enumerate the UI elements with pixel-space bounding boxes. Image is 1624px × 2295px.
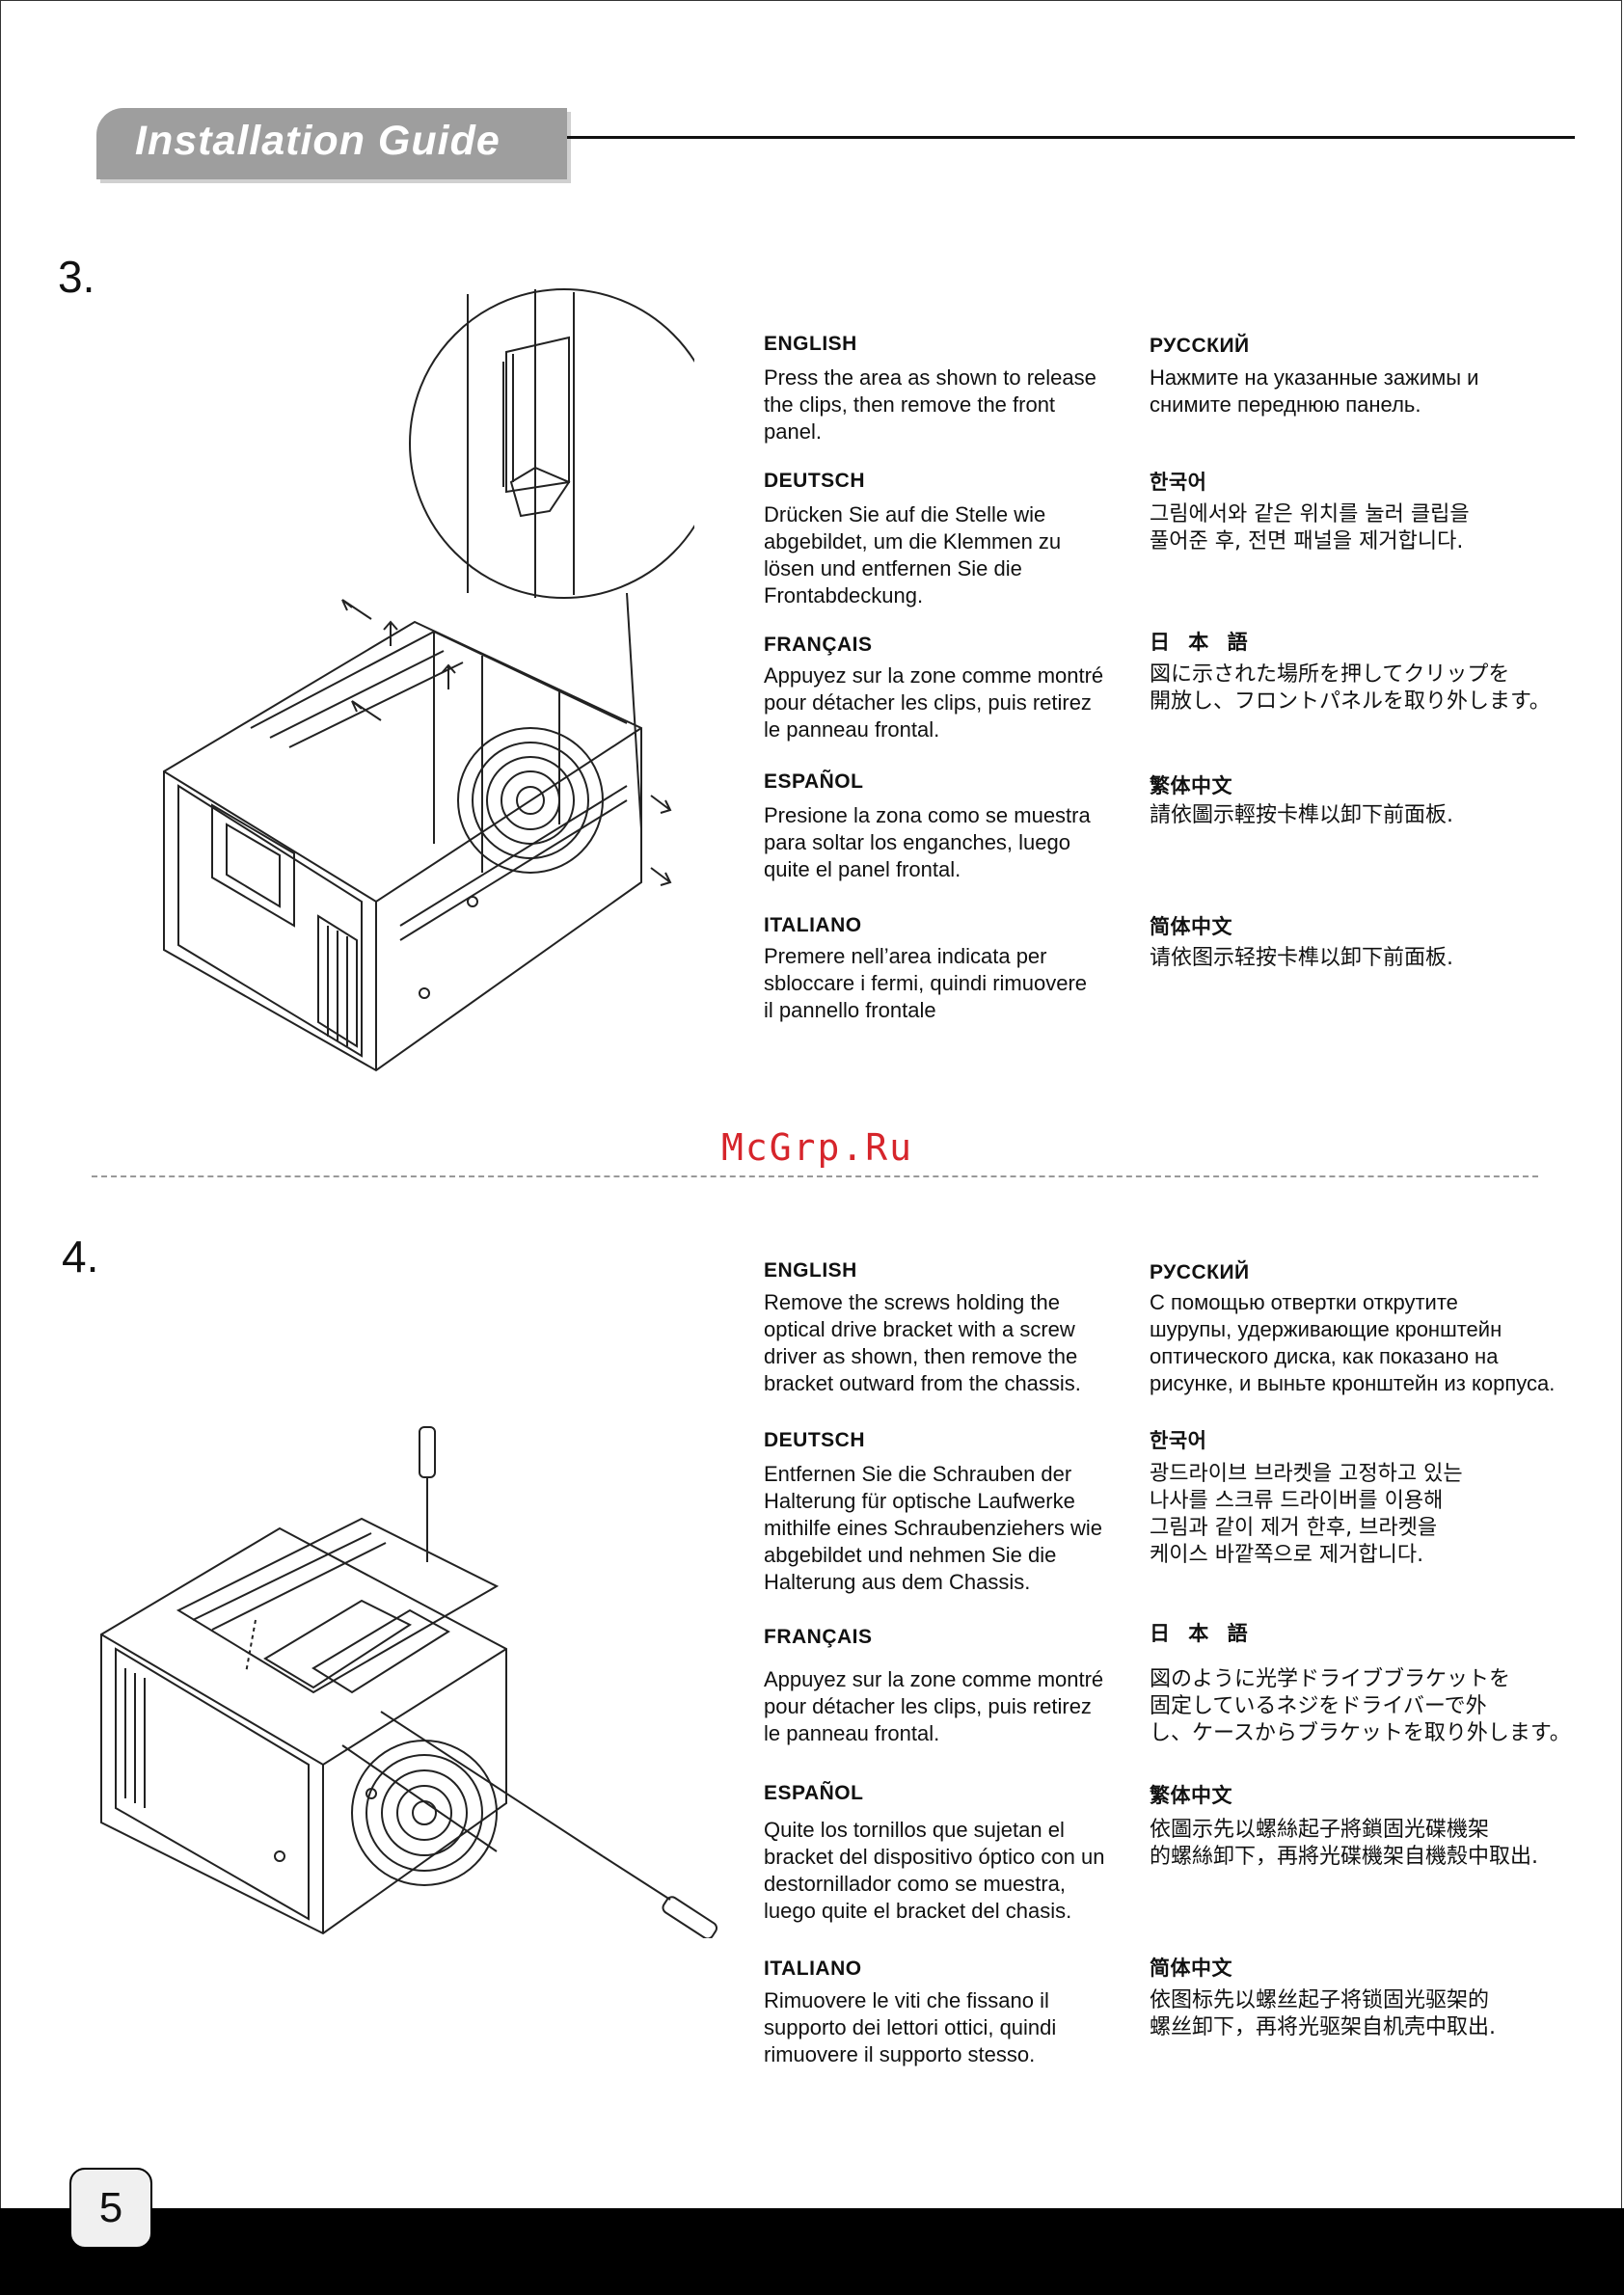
lang-body-espanol: Presione la zona como se muestra para so…: [764, 803, 1091, 881]
page-border: [0, 0, 1622, 2208]
header-tab: [96, 108, 567, 179]
lang-body-francais: Appuyez sur la zone comme montré pour dé…: [764, 1667, 1104, 1745]
header-rule: [567, 136, 1575, 139]
lang-body-italiano: Premere nell’area indicata per sbloccare…: [764, 944, 1088, 1022]
lang-body-traditional-chinese: 依圖示先以螺絲起子將鎖固光碟機架 的螺絲卸下，再將光碟機架自機殼中取出.: [1150, 1818, 1538, 1869]
lang-heading-traditional-chinese: 繁体中文: [1150, 1784, 1232, 1807]
lang-body-simplified-chinese: 依图标先以螺丝起子将锁固光驱架的 螺丝卸下，再将光驱架自机壳中取出.: [1150, 1988, 1496, 2039]
lang-heading-deutsch: DEUTSCH: [764, 470, 866, 492]
lang-body-russian: С помощью отвертки открутите шурупы, уде…: [1150, 1290, 1556, 1395]
step-number: 4.: [62, 1231, 99, 1282]
lang-body-english: Press the area as shown to release the c…: [764, 365, 1096, 444]
watermark: McGrp.Ru: [721, 1126, 914, 1169]
lang-heading-english: ENGLISH: [764, 333, 857, 355]
section-divider: [92, 1175, 1538, 1177]
lang-heading-italiano: ITALIANO: [764, 914, 862, 936]
lang-body-english: Remove the screws holding the optical dr…: [764, 1290, 1081, 1395]
step-number: 3.: [58, 252, 95, 302]
lang-heading-russian: РУССКИЙ: [1150, 335, 1250, 357]
lang-heading-simplified-chinese: 简体中文: [1150, 1957, 1232, 1980]
lang-body-francais: Appuyez sur la zone comme montré pour dé…: [764, 663, 1104, 742]
chassis-illustration-front-panel: [163, 288, 694, 1072]
lang-heading-korean: 한국어: [1150, 471, 1207, 494]
lang-heading-espanol: ESPAÑOL: [764, 1782, 864, 1804]
lang-heading-espanol: ESPAÑOL: [764, 770, 864, 793]
lang-body-korean: 그림에서와 같은 위치를 눌러 클립을 풀어준 후, 전면 패널을 제거합니다.: [1150, 502, 1470, 554]
lang-heading-deutsch: DEUTSCH: [764, 1429, 866, 1451]
lang-heading-korean: 한국어: [1150, 1429, 1207, 1452]
lang-body-korean: 광드라이브 브라켓을 고정하고 있는 나사를 스크류 드라이버를 이용해 그림과…: [1150, 1462, 1463, 1567]
lang-body-espanol: Quite los tornillos que sujetan el brack…: [764, 1818, 1105, 1923]
lang-heading-italiano: ITALIANO: [764, 1958, 862, 1980]
lang-body-deutsch: Drücken Sie auf die Stelle wie abgebilde…: [764, 502, 1062, 608]
footer-bar: [0, 2208, 1624, 2295]
lang-body-deutsch: Entfernen Sie die Schrauben der Halterun…: [764, 1462, 1102, 1594]
lang-heading-francais: FRANÇAIS: [764, 1626, 873, 1648]
lang-heading-simplified-chinese: 简体中文: [1150, 915, 1232, 938]
lang-heading-japanese: 日 本 語: [1150, 631, 1254, 654]
lang-heading-traditional-chinese: 繁体中文: [1150, 774, 1232, 797]
lang-body-russian: Нажмите на указанные зажимы и снимите пе…: [1150, 365, 1479, 417]
lang-body-traditional-chinese: 請依圖示輕按卡榫以卸下前面板.: [1150, 803, 1453, 827]
lang-body-simplified-chinese: 请依图示轻按卡榫以卸下前面板.: [1150, 946, 1453, 970]
lang-heading-russian: РУССКИЙ: [1150, 1261, 1250, 1283]
page-number: 5: [69, 2168, 152, 2249]
lang-body-japanese: 図に示された場所を押してクリップを 開放し、フロントパネルを取り外します。: [1150, 662, 1551, 714]
lang-body-italiano: Rimuovere le viti che fissano il support…: [764, 1988, 1057, 2066]
lang-heading-francais: FRANÇAIS: [764, 634, 873, 656]
lang-body-japanese: 図のように光学ドライブブラケットを 固定しているネジをドライバーで外 し、ケース…: [1150, 1667, 1571, 1745]
page-title: Installation Guide: [135, 118, 501, 164]
chassis-illustration-optical-bracket: [100, 1426, 718, 1938]
lang-heading-english: ENGLISH: [764, 1259, 857, 1282]
lang-heading-japanese: 日 本 語: [1150, 1622, 1254, 1645]
